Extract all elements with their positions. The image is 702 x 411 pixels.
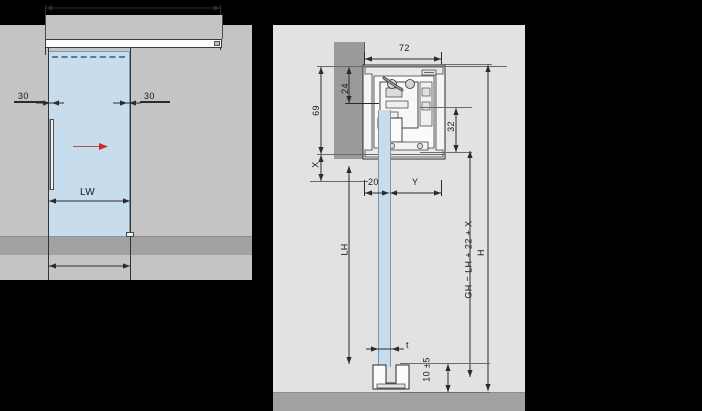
ext-line-y-right xyxy=(441,180,442,196)
dim-leaf-width-line xyxy=(48,197,131,205)
dim-clear-left-leader xyxy=(14,101,44,103)
elevation-floor xyxy=(0,236,252,255)
glass-panel-section xyxy=(378,110,391,367)
dim-floor-clearance-line xyxy=(444,363,452,393)
track-housing xyxy=(45,15,223,39)
dim-clear-right-leader xyxy=(140,101,170,103)
dim-clear-left-label: 30 xyxy=(18,91,29,101)
dim-track-height-line xyxy=(317,66,325,155)
door-handle-bar xyxy=(50,119,54,190)
dim-x-gap-line xyxy=(317,154,325,182)
leaf-hidden-edge-dashed xyxy=(52,56,125,58)
track-face-profile xyxy=(45,39,222,48)
dim-wall-offset-line xyxy=(345,66,353,104)
dim-carriage-drop-line xyxy=(452,107,460,153)
dim-floor-clearance-label: 10 ±5 xyxy=(421,357,432,382)
ext-line-32-top xyxy=(420,107,472,108)
section-floor xyxy=(273,392,525,411)
dim-track-depth-line xyxy=(364,55,442,63)
ext-line-32-bottom xyxy=(420,152,472,153)
dim-total-gh-line xyxy=(466,150,474,378)
ext-line-20-left xyxy=(364,180,365,196)
dim-clear-left-arrow xyxy=(36,99,66,107)
handle-shadow xyxy=(48,119,50,190)
track-end-cap xyxy=(214,41,220,46)
ext-line-track-right xyxy=(441,52,442,70)
dim-track-depth-label: 72 xyxy=(399,43,410,53)
ext-line-24-bottom xyxy=(345,103,379,104)
ext-line-h-top xyxy=(440,64,492,65)
slide-direction-line xyxy=(73,146,103,147)
glass-door-leaf xyxy=(48,51,130,237)
ext-line-clearance-top xyxy=(400,363,490,364)
leaf-bottom-guide-marker xyxy=(126,232,134,237)
dim-clear-right-arrow xyxy=(113,99,143,107)
ext-line-x-bottom xyxy=(310,181,368,182)
dim-glass-front-offset-line xyxy=(364,189,390,197)
dim-glass-thickness-line xyxy=(366,345,406,353)
dim-glass-front-offset-label: 20 xyxy=(368,177,379,187)
slide-direction-arrow-icon xyxy=(99,142,111,151)
dim-leaf-width-label: LW xyxy=(80,187,96,198)
ext-line-69-top xyxy=(317,66,507,67)
elevation-overall-top-dimension xyxy=(0,0,252,30)
dim-glass-thickness-label: t xyxy=(406,340,409,350)
dim-y-offset-line xyxy=(389,189,442,197)
elevation-leaf-right-ext xyxy=(130,48,131,280)
floor-guide-bracket xyxy=(370,363,412,392)
track-carriage-assembly xyxy=(362,64,446,160)
dim-leaf-height-line xyxy=(345,165,353,365)
dim-y-offset-label: Y xyxy=(412,177,419,187)
dim-clear-right-label: 30 xyxy=(144,91,155,101)
elevation-overall-bottom-dimension xyxy=(48,262,131,270)
section-floor-edge xyxy=(273,392,525,393)
elevation-leaf-left-ext xyxy=(48,48,49,280)
ext-line-track-left xyxy=(364,52,365,68)
dim-overall-h-line xyxy=(484,64,492,392)
ext-line-clearance-bottom xyxy=(400,392,490,393)
